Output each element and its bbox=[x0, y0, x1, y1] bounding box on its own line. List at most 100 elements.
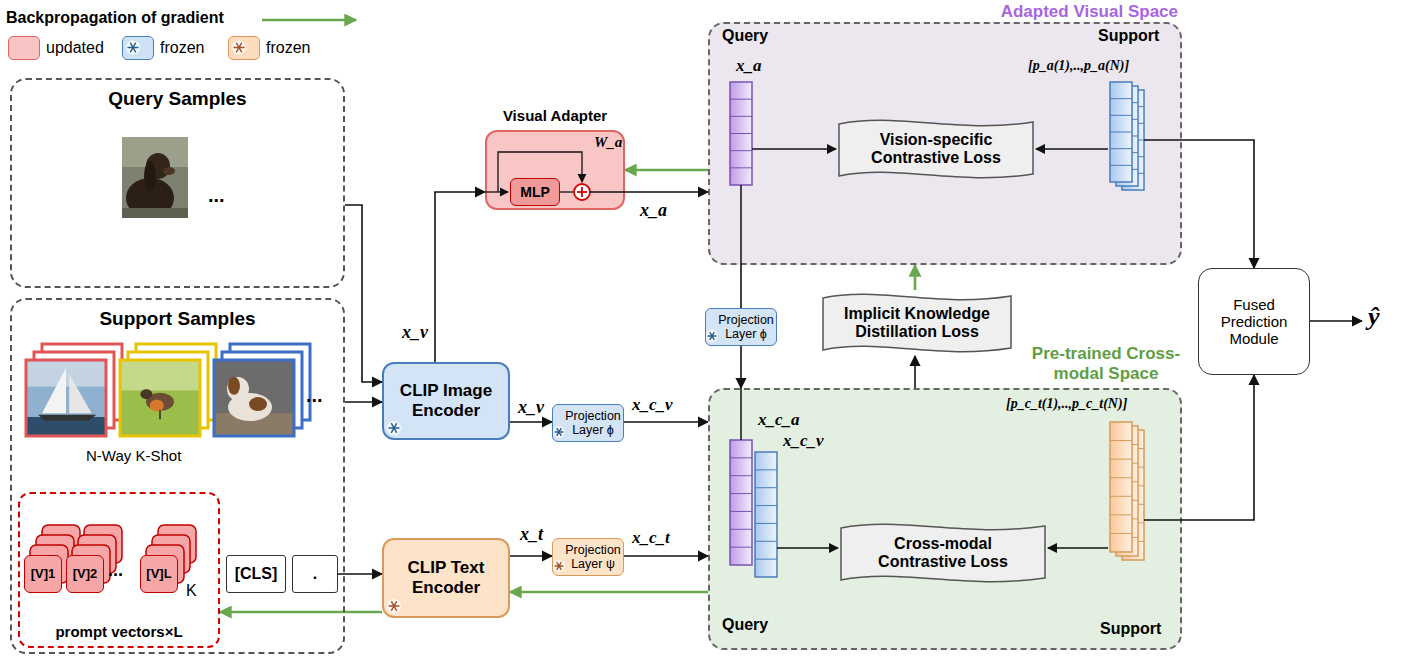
flow-arrow bbox=[914, 356, 916, 388]
box-text: Implicit Knowledge Distillation Loss bbox=[834, 305, 1000, 342]
fused-prediction-box: Fused Prediction Module bbox=[1198, 268, 1310, 375]
projection-layer-box: Projection Layer ϕ bbox=[705, 308, 777, 346]
vision-loss-banner: Vision-specific Contrastive Loss bbox=[838, 116, 1034, 182]
output-arrow bbox=[1310, 321, 1362, 322]
box-text: [V]2 bbox=[73, 567, 98, 582]
box-text: MLP bbox=[520, 184, 550, 200]
query-samples-panel: Query Samples bbox=[10, 78, 345, 288]
box-text: [V]L bbox=[146, 567, 171, 582]
weight-symbol: W_a bbox=[594, 134, 622, 151]
feature-symbol: x_a bbox=[640, 200, 667, 221]
heading-text: Adapted Visual Space bbox=[1001, 2, 1178, 22]
heading-text: Visual Adapter bbox=[487, 107, 623, 124]
feature-vector bbox=[730, 82, 752, 185]
ellipsis: ... bbox=[306, 384, 323, 407]
box-text: [CLS] bbox=[235, 565, 278, 583]
flow-arrow bbox=[510, 555, 552, 557]
support-caption: Support bbox=[1100, 620, 1161, 638]
support-image-stack bbox=[26, 344, 122, 436]
snowflake-icon bbox=[387, 421, 401, 435]
flow-arrow bbox=[345, 205, 382, 382]
box-text: Fused Prediction Module bbox=[1205, 296, 1303, 348]
period-token-box: . bbox=[292, 555, 338, 593]
box-text: CLIP Image Encoder bbox=[388, 381, 504, 420]
flow-arrow bbox=[740, 265, 742, 308]
feature-vector bbox=[1110, 82, 1132, 182]
legend-text: updated bbox=[46, 39, 104, 57]
heading-text: prompt vectors×L bbox=[20, 623, 218, 640]
ellipsis: ... bbox=[108, 560, 123, 581]
prototype-list: [p_a(1),..,p_a(N)] bbox=[1028, 58, 1129, 74]
gradient-arrow bbox=[625, 169, 708, 172]
flow-arrow bbox=[435, 192, 485, 362]
snowflake-icon bbox=[387, 599, 401, 613]
feature-symbol: x_c_a bbox=[758, 410, 800, 430]
flow-arrow bbox=[624, 421, 708, 423]
prototype-list: [p_c_t(1),..,p_c_t(N)] bbox=[1006, 396, 1127, 412]
projection-layer-box: Projection Layer ψ bbox=[552, 538, 624, 576]
box-text: . bbox=[313, 565, 317, 583]
query-samples-panel-art bbox=[12, 80, 343, 286]
prompt-vector-box: [V]2 bbox=[66, 555, 104, 593]
banner-shape bbox=[823, 294, 1011, 351]
mlp-box: MLP bbox=[510, 178, 560, 206]
flow-arrow bbox=[1182, 140, 1254, 268]
feature-symbol: x_c_t bbox=[632, 528, 670, 548]
support-caption: Support bbox=[1098, 27, 1159, 45]
count-symbol: K bbox=[186, 582, 197, 600]
projection-layer-box: Projection Layer ϕ bbox=[552, 404, 624, 442]
legend-swatch bbox=[8, 36, 40, 60]
feature-vector bbox=[730, 440, 752, 565]
cross-modal-loss-banner: Cross-modal Contrastive Loss bbox=[840, 520, 1046, 586]
legend-text: frozen bbox=[266, 39, 310, 57]
heading-text: Pre-trained Cross-modal Space bbox=[1020, 344, 1192, 383]
feature-symbol: x_t bbox=[520, 524, 543, 545]
heading-text: Query Samples bbox=[12, 80, 343, 110]
query-caption: Query bbox=[722, 616, 768, 634]
gradient-arrow bbox=[220, 611, 382, 614]
legend-swatch bbox=[228, 36, 260, 60]
flow-arrow bbox=[345, 401, 382, 403]
support-samples-panel-art bbox=[12, 300, 343, 652]
shot-setting: N-Way K-Shot bbox=[86, 447, 181, 464]
cross-space-wires bbox=[741, 388, 1182, 548]
prompt-vector-box: [V]1 bbox=[24, 555, 62, 593]
snowflake-icon bbox=[126, 41, 140, 55]
query-dog-photo bbox=[122, 137, 188, 218]
class-token-box: [CLS] bbox=[226, 555, 286, 593]
box-text: [V]1 bbox=[31, 567, 56, 582]
feature-vector bbox=[755, 452, 777, 577]
banner-shape bbox=[841, 524, 1045, 581]
prompt-vector-box: [V]L bbox=[140, 555, 178, 593]
ellipsis: ... bbox=[208, 184, 225, 207]
feature-symbol: x_v bbox=[518, 397, 544, 418]
box-text: Projection Layer ϕ bbox=[565, 409, 621, 438]
flow-arrow bbox=[625, 191, 708, 193]
flow-arrow bbox=[740, 346, 742, 388]
support-samples-panel: Support Samples prompt vectors×L [V]1 [V]2 [… bbox=[10, 298, 345, 654]
feature-symbol: x_a bbox=[736, 56, 762, 76]
box-text: Vision-specific Contrastive Loss bbox=[850, 131, 1022, 168]
feature-vector bbox=[1110, 422, 1132, 552]
legend-text: Backpropagation of gradient bbox=[6, 9, 224, 27]
snowflake-icon bbox=[553, 426, 565, 438]
heading-text: Support Samples bbox=[12, 300, 343, 330]
gradient-arrow bbox=[510, 591, 708, 594]
query-caption: Query bbox=[722, 27, 768, 45]
image-encoder-box: CLIP Image Encoder bbox=[382, 362, 510, 440]
snowflake-icon bbox=[229, 37, 259, 59]
feature-symbol: x_v bbox=[402, 322, 428, 343]
support-image-stack bbox=[214, 344, 310, 436]
gradient-arrow bbox=[914, 265, 917, 290]
support-image-stack bbox=[120, 344, 216, 436]
snowflake-icon bbox=[706, 330, 718, 342]
snowflake-icon bbox=[553, 560, 565, 572]
distillation-loss-banner: Implicit Knowledge Distillation Loss bbox=[822, 290, 1012, 356]
feature-symbol: x_c_v bbox=[632, 395, 673, 415]
legend-swatch bbox=[122, 36, 154, 60]
text-encoder-box: CLIP Text Encoder bbox=[382, 538, 510, 618]
box-text: Cross-modal Contrastive Loss bbox=[852, 535, 1034, 572]
stacked-prompt-vectors bbox=[30, 525, 196, 583]
prediction-symbol: ŷ bbox=[1368, 302, 1380, 332]
